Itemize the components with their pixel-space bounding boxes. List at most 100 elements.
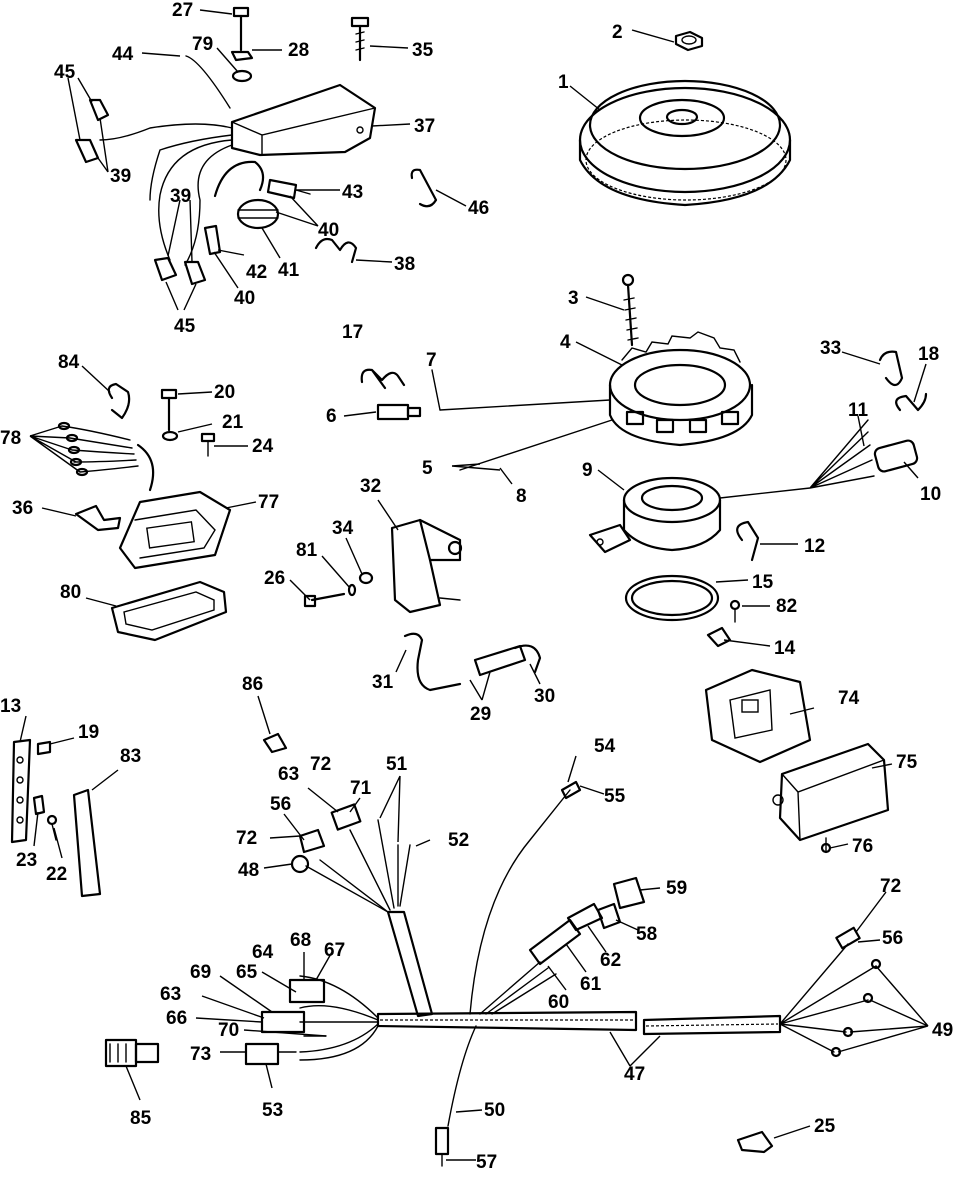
callout-86: 86 [242, 674, 263, 695]
callout-56a: 56 [270, 794, 291, 815]
harness-lead-50 [447, 1025, 477, 1127]
callout-51: 51 [386, 754, 408, 775]
bracket-36 [74, 504, 122, 532]
fuse-86 [262, 732, 288, 754]
module-77 [118, 490, 232, 570]
screw-27 [232, 6, 250, 52]
callout-39b: 39 [170, 186, 191, 207]
callout-30: 30 [534, 686, 555, 707]
callout-69: 69 [190, 962, 211, 983]
callout-58: 58 [636, 924, 657, 945]
callout-34: 34 [332, 518, 354, 539]
terminal-57 [434, 1126, 450, 1167]
callout-73: 73 [190, 1044, 211, 1065]
callout-43: 43 [342, 182, 363, 203]
callout-44: 44 [112, 44, 134, 65]
lockwasher [230, 50, 254, 62]
stator-lead-tip [431, 369, 441, 411]
callout-71: 71 [350, 778, 372, 799]
callout-56b: 56 [882, 928, 903, 949]
harness-lead-54 [469, 789, 571, 1015]
callout-21: 21 [222, 412, 244, 433]
callout-83: 83 [120, 746, 141, 767]
callout-33: 33 [820, 338, 841, 359]
callout-40b: 40 [234, 288, 255, 309]
callout-27: 27 [172, 0, 193, 21]
callout-80: 80 [60, 582, 81, 603]
callout-72b: 72 [236, 828, 257, 849]
callout-1: 1 [558, 72, 569, 93]
callout-23: 23 [16, 850, 37, 871]
callout-10: 10 [920, 484, 941, 505]
callout-84: 84 [58, 352, 80, 373]
callout-61: 61 [580, 974, 602, 995]
screw-76 [820, 837, 832, 854]
callout-53: 53 [262, 1100, 283, 1121]
callout-28: 28 [288, 40, 309, 61]
callout-20: 20 [214, 382, 235, 403]
connector-55 [560, 780, 582, 800]
harness-branch-51 [290, 803, 434, 1018]
stator-screw [621, 273, 639, 347]
callout-50: 50 [484, 1100, 505, 1121]
callout-62: 62 [600, 950, 621, 971]
callout-18: 18 [918, 344, 939, 365]
strip-83 [72, 788, 102, 898]
callout-42: 42 [246, 262, 267, 283]
bracket-14 [706, 626, 732, 648]
module-75 [772, 742, 890, 842]
harness-branch-left [244, 975, 379, 1066]
callout-17: 17 [342, 322, 363, 343]
callout-19: 19 [78, 722, 99, 743]
harness-lead-60 [479, 961, 557, 1015]
plug-boot-30 [473, 644, 542, 677]
screw-22 [46, 814, 58, 841]
clip-46 [410, 168, 438, 208]
clip-18 [895, 392, 928, 412]
callout-6: 6 [326, 406, 337, 427]
timer-base-leads [719, 419, 875, 499]
callout-45a: 45 [54, 62, 76, 83]
callout-48: 48 [238, 860, 259, 881]
retainer-clip [736, 520, 760, 562]
callout-32: 32 [360, 476, 381, 497]
callout-52: 52 [448, 830, 469, 851]
callout-79: 79 [192, 34, 213, 55]
callout-67: 67 [324, 940, 345, 961]
wire-clip [360, 368, 406, 390]
ignition-coil-41 [236, 198, 280, 230]
bracket-74 [704, 668, 812, 764]
connector-59 [612, 876, 646, 910]
callout-36: 36 [12, 498, 33, 519]
callout-77: 77 [258, 492, 279, 513]
screw-35 [350, 16, 370, 62]
screw-26 [303, 592, 346, 608]
callout-3: 3 [568, 288, 579, 309]
stator-lead-upper [439, 399, 611, 411]
callout-5: 5 [422, 458, 433, 479]
wire-loop [213, 160, 265, 198]
ignition-coil-32 [390, 518, 463, 614]
retaining-ring [624, 574, 720, 622]
callout-54: 54 [594, 736, 616, 757]
washer-21 [161, 430, 179, 442]
callout-25: 25 [814, 1116, 836, 1137]
callout-82: 82 [776, 596, 797, 617]
callout-46: 46 [468, 198, 489, 219]
power-pack [230, 83, 377, 157]
connector-61-62 [528, 902, 604, 966]
callout-60: 60 [548, 992, 569, 1013]
callout-81: 81 [296, 540, 318, 561]
callout-72c: 72 [880, 876, 901, 897]
callout-22: 22 [46, 864, 67, 885]
callout-12: 12 [804, 536, 825, 557]
callout-78: 78 [0, 428, 21, 449]
stator [608, 331, 754, 447]
callout-57: 57 [476, 1152, 497, 1173]
plug-lead-31 [403, 632, 462, 692]
clip-33 [878, 350, 904, 387]
flywheel-nut [674, 30, 704, 52]
part-23 [32, 794, 46, 816]
leader-lines [19, 9, 929, 1161]
